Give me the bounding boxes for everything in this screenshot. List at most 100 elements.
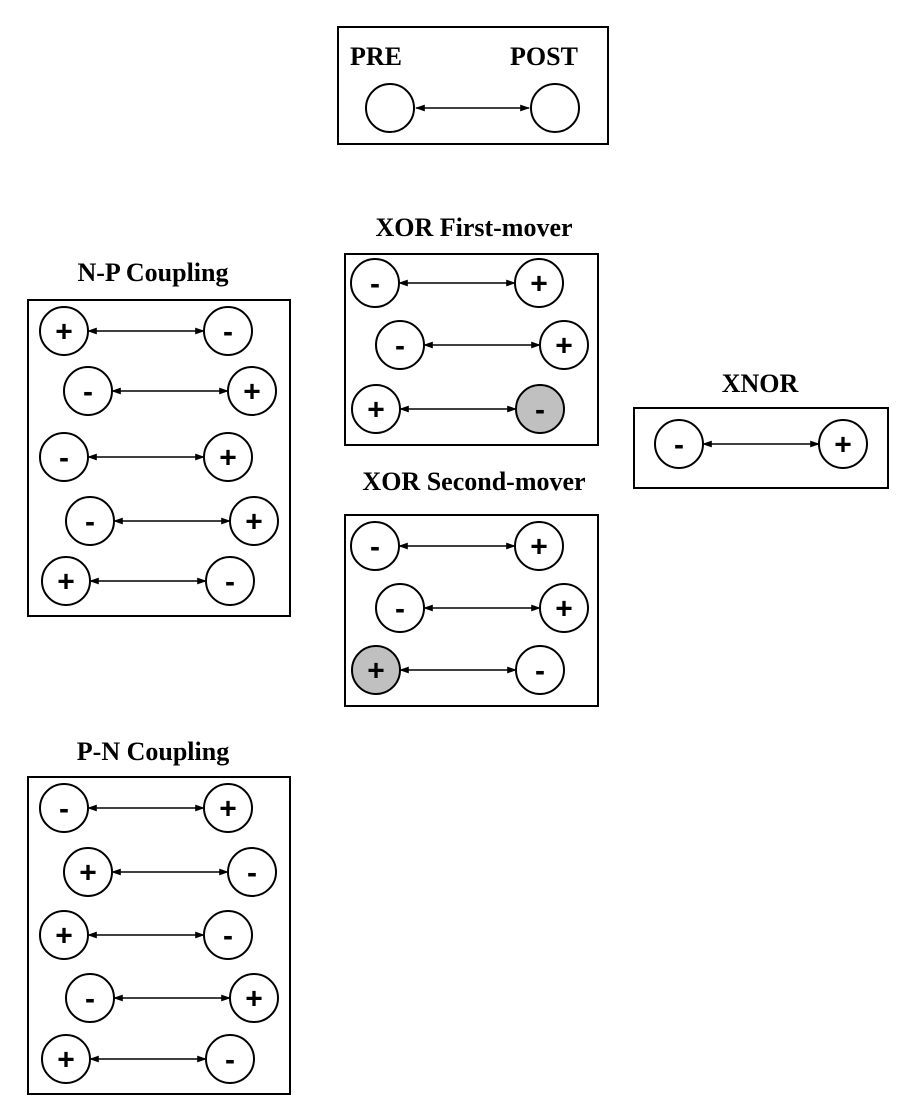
post-node (203, 306, 253, 356)
xor-second-mover-panel: XOR Second-mover-+-++- (344, 467, 599, 707)
post-sign-plus: + (245, 506, 263, 539)
neuron-pair: +- (41, 1034, 255, 1084)
pre-sign-plus: + (367, 394, 385, 427)
xor-second-mover-box (344, 514, 599, 707)
post-node (227, 847, 277, 897)
pre-node (41, 556, 91, 606)
post-sign-plus: + (530, 531, 548, 564)
xnor-box (633, 407, 889, 489)
pre-node (65, 496, 115, 546)
neuron-pair: +- (39, 910, 253, 960)
np-coupling-box (27, 299, 291, 617)
pre-node (63, 366, 113, 416)
neuron-pair: +- (39, 306, 253, 356)
neuron-pair: -+ (39, 783, 253, 833)
pre-sign-plus: + (55, 920, 73, 953)
xnor-title: XNOR (722, 369, 799, 398)
neuron-pair: +- (351, 384, 565, 434)
pre-node (65, 973, 115, 1023)
pre-sign-minus: - (370, 268, 380, 301)
np-coupling-title: N-P Coupling (78, 258, 229, 287)
post-node (205, 1034, 255, 1084)
xor-first-mover-panel: XOR First-mover-+-++- (344, 213, 599, 446)
xnor-panel: XNOR - + (633, 369, 889, 489)
pre-sign-minus: - (85, 983, 95, 1016)
post-sign-minus: - (535, 655, 545, 688)
pre-node (41, 1034, 91, 1084)
xor-first-mover-title: XOR First-mover (375, 213, 572, 242)
pre-sign-minus: - (59, 442, 69, 475)
post-node (539, 320, 589, 370)
post-node (514, 258, 564, 308)
neuron-pair: -+ (65, 973, 279, 1023)
neuron-pair: +- (41, 556, 255, 606)
pre-sign-minus: - (59, 793, 69, 826)
post-node (203, 432, 253, 482)
post-node (229, 496, 279, 546)
pre-node (39, 783, 89, 833)
neuron-pair: -+ (39, 432, 253, 482)
neuron-pair: -+ (65, 496, 279, 546)
pre-sign-minus: - (370, 531, 380, 564)
post-node (205, 556, 255, 606)
pre-node (375, 583, 425, 633)
post-node (515, 645, 565, 695)
pre-sign-minus: - (85, 506, 95, 539)
neuron-pair: -+ (375, 320, 589, 370)
legend-post-label: POST (510, 42, 578, 71)
neuron-pair: -+ (350, 521, 564, 571)
pre-node (350, 521, 400, 571)
pre-node (63, 847, 113, 897)
post-sign-plus: + (243, 376, 261, 409)
post-sign-minus: - (247, 857, 257, 890)
post-sign-minus: - (223, 316, 233, 349)
post-sign-minus: - (225, 1044, 235, 1077)
pre-sign-plus: + (55, 316, 73, 349)
post-node (818, 419, 868, 469)
post-sign-plus: + (530, 268, 548, 301)
pn-coupling-panel: P-N Coupling-++-+--++- (27, 737, 291, 1095)
legend-box (337, 26, 609, 145)
post-sign-minus: - (535, 394, 545, 427)
post-node (203, 910, 253, 960)
neuron-pair: +- (351, 645, 565, 695)
legend-panel: PRE POST (337, 26, 609, 145)
pre-sign-minus: - (674, 429, 684, 462)
pn-coupling-box (27, 776, 291, 1095)
pre-sign-plus: + (57, 1044, 75, 1077)
post-sign-plus: + (555, 330, 573, 363)
pre-node (39, 432, 89, 482)
post-node (539, 583, 589, 633)
neuron-pair: +- (63, 847, 277, 897)
pre-node (39, 910, 89, 960)
pre-node (351, 384, 401, 434)
legend-post-node (530, 83, 580, 133)
pre-node (39, 306, 89, 356)
post-sign-plus: + (219, 442, 237, 475)
post-node-highlighted (515, 384, 565, 434)
pre-node (350, 258, 400, 308)
neuron-pair: -+ (375, 583, 589, 633)
legend-pre-label: PRE (350, 42, 402, 71)
post-node (227, 366, 277, 416)
xor-second-mover-title: XOR Second-mover (362, 467, 585, 496)
pre-sign-plus: + (57, 566, 75, 599)
xor-first-mover-box (344, 253, 599, 446)
post-node (229, 973, 279, 1023)
pre-sign-minus: - (395, 330, 405, 363)
post-sign-minus: - (225, 566, 235, 599)
pre-node (654, 419, 704, 469)
pre-node (375, 320, 425, 370)
pn-coupling-title: P-N Coupling (77, 737, 229, 766)
neuron-pair: -+ (350, 258, 564, 308)
post-sign-plus: + (219, 793, 237, 826)
pre-sign-plus: + (367, 655, 385, 688)
neuron-pair: -+ (63, 366, 277, 416)
post-sign-minus: - (223, 920, 233, 953)
pre-sign-minus: - (395, 593, 405, 626)
pre-node-highlighted (351, 645, 401, 695)
post-sign-plus: + (834, 429, 852, 462)
np-coupling-panel: N-P Coupling+--+-+-++- (27, 258, 291, 617)
pre-sign-minus: - (83, 376, 93, 409)
